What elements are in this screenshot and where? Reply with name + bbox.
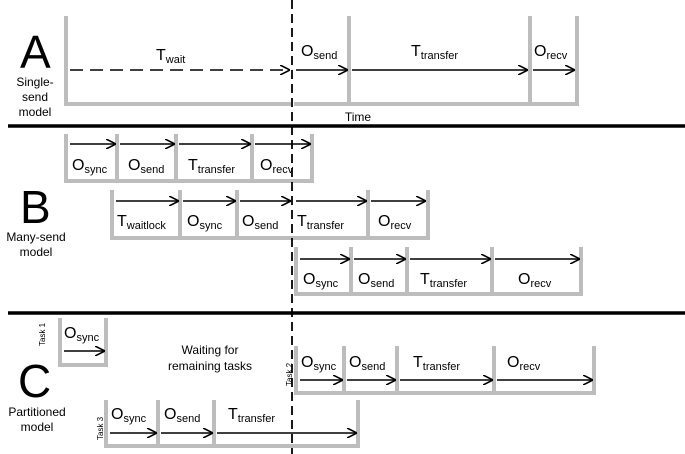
b3-o-send-label: Osend <box>358 271 394 290</box>
section-b-caption-line-1: Many-send <box>6 230 65 244</box>
task1-label: Task 1 <box>38 322 47 346</box>
task2-label: Task 2 <box>285 362 294 386</box>
time-label: Time <box>345 110 372 124</box>
section-a-caption-line-1: Single- <box>16 75 53 89</box>
section-b-caption-line-2: model <box>20 245 53 259</box>
section-a-frame <box>64 16 579 106</box>
b-row2-frame <box>110 190 430 240</box>
a-t-wait-label: Twait <box>156 47 185 66</box>
waiting-note-line-1: Waiting for <box>182 343 239 357</box>
section-b-letter: B <box>20 181 51 233</box>
b1-o-send-label: Osend <box>128 157 164 176</box>
waiting-note-line-2: remaining tasks <box>168 359 252 373</box>
b3-o-sync-label: Osync <box>303 271 339 290</box>
task3-frame <box>104 400 360 448</box>
b2-t-transfer-label: Ttransfer <box>297 213 344 232</box>
b2-o-recv-label: Orecv <box>378 213 412 232</box>
b2-o-send-label: Osend <box>242 213 278 232</box>
section-a: A Single- send model Twait Osend Ttransf… <box>16 16 579 124</box>
b-row1-frame <box>64 134 314 183</box>
a-o-send-label: Osend <box>301 43 337 62</box>
c-task2-o-recv-label: Orecv <box>507 354 541 373</box>
b1-o-sync-label: Osync <box>72 157 108 176</box>
c-task2-o-sync-label: Osync <box>301 354 337 373</box>
section-a-letter: A <box>20 26 51 78</box>
task1-frame <box>58 318 108 367</box>
c-task3-t-transfer-label: Ttransfer <box>228 406 275 425</box>
b3-t-transfer-label: Ttransfer <box>420 271 467 290</box>
section-a-caption-line-2: send <box>22 90 48 104</box>
b1-t-transfer-label: Ttransfer <box>188 157 235 176</box>
c-task3-o-send-label: Osend <box>164 406 200 425</box>
task3-label: Task 3 <box>96 416 105 440</box>
section-b: B Many-send model Osync Osend Ttransfer … <box>6 134 583 296</box>
c-task1-o-sync-label: Osync <box>64 325 100 344</box>
c-task3-o-sync-label: Osync <box>111 406 147 425</box>
section-c-caption-line-2: model <box>21 420 54 434</box>
b1-o-recv-label: Orecv <box>260 157 294 176</box>
a-o-recv-label: Orecv <box>534 43 568 62</box>
section-c-caption-line-1: Partitioned <box>8 405 65 419</box>
a-t-transfer-label: Ttransfer <box>411 43 458 62</box>
c-task2-t-transfer-label: Ttransfer <box>413 354 460 373</box>
task2-frame <box>294 346 596 395</box>
b-row3-frame <box>294 247 583 296</box>
b2-t-waitlock-label: Twaitlock <box>117 213 166 232</box>
section-a-caption-line-3: model <box>19 105 52 119</box>
b2-o-sync-label: Osync <box>187 213 223 232</box>
section-c: C Partitioned model Osync Task 1 Waiting… <box>8 318 596 448</box>
section-c-letter: C <box>18 355 51 407</box>
c-task2-o-send-label: Osend <box>349 354 385 373</box>
b3-o-recv-label: Orecv <box>518 271 552 290</box>
